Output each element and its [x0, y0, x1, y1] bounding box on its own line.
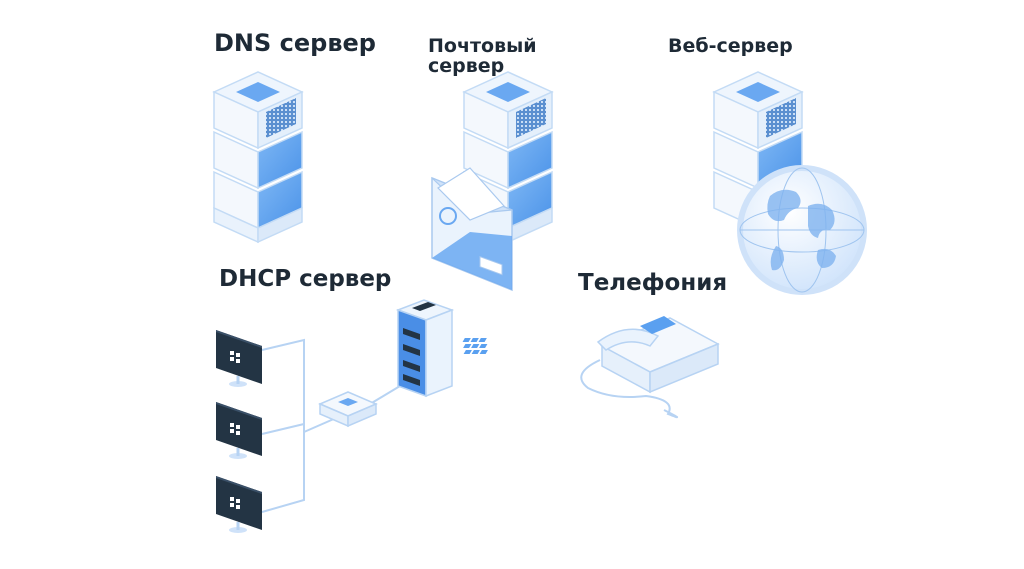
computer-monitor-icon: [216, 402, 262, 459]
mail-server-label-line2: сервер: [428, 54, 505, 77]
telephony-label: Телефония: [578, 270, 728, 296]
globe-icon: [737, 165, 867, 295]
network-switch-icon: [318, 391, 378, 428]
dhcp-server-tower-icon: [395, 299, 455, 398]
dns-server-icon: [212, 71, 304, 244]
dns-server-label: DNS сервер: [214, 29, 376, 57]
mail-server-label: Почтовый сервер: [428, 35, 537, 77]
envelope-icon: [431, 167, 513, 292]
computer-monitor-icon: [216, 330, 262, 387]
dhcp-network-icon: [216, 299, 455, 533]
web-server-label: Веб-сервер: [668, 35, 793, 57]
telephone-icon: [462, 316, 720, 419]
mail-server-label-line1: Почтовый: [428, 35, 537, 57]
dhcp-server-label: DHCP сервер: [219, 266, 392, 292]
computer-monitor-icon: [216, 476, 262, 533]
